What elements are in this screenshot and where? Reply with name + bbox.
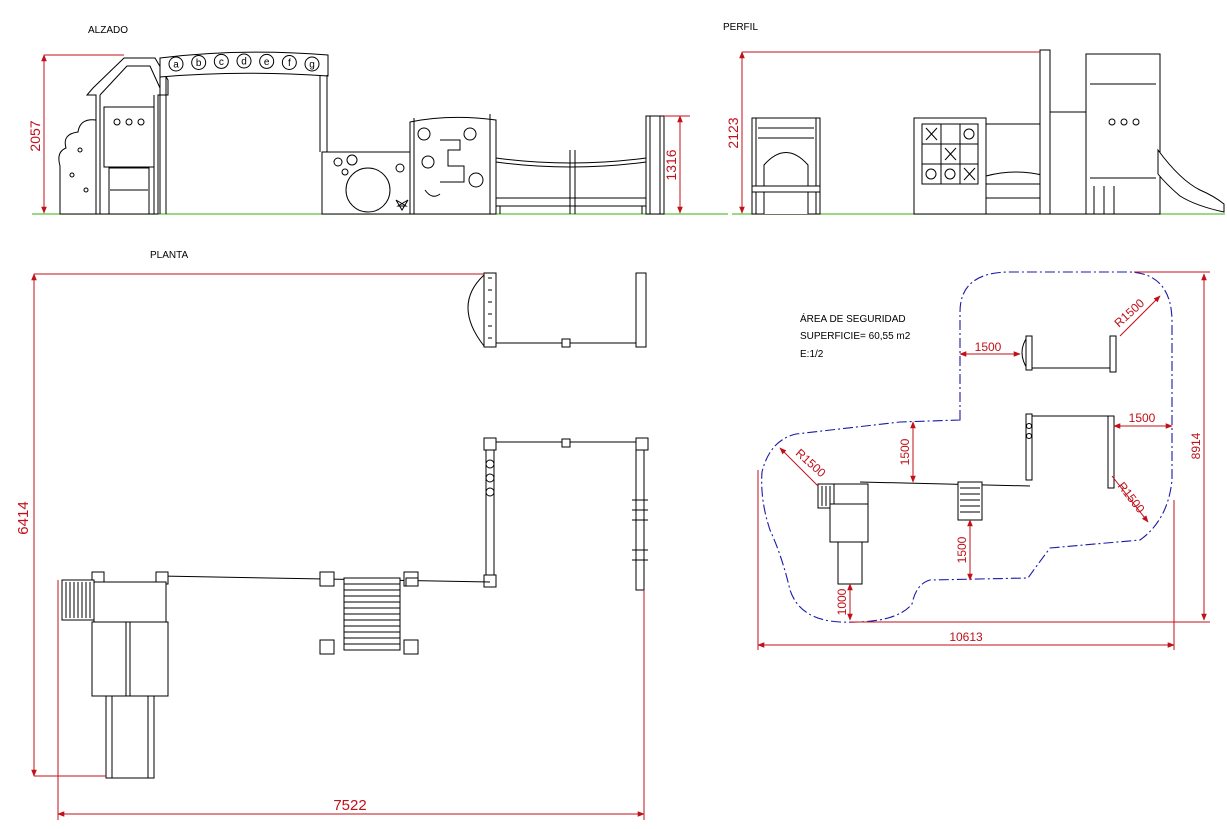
alzado-alphabet-arch: a b c d e f g <box>159 51 329 214</box>
alzado-maze-panel <box>409 114 497 215</box>
safety-dim-right-radius-value: R1500 <box>1115 479 1148 516</box>
arch-letters: a b c d e f g <box>168 53 320 72</box>
safety-area-title: ÁREA DE SEGURIDAD <box>800 312 906 325</box>
safety-equipment-plan <box>817 335 1117 585</box>
planta-top-module <box>467 272 647 348</box>
arch-letter-disc <box>213 53 229 69</box>
arch-letter: a <box>173 60 179 71</box>
safety-dim-right-value: 1500 <box>1129 411 1156 425</box>
planta-mid-slats <box>344 583 400 645</box>
arch-letter-disc <box>304 56 320 72</box>
alzado-panel-dimension: 1316 <box>663 115 690 214</box>
safety-dim-slide-offset-value: 1000 <box>835 588 849 615</box>
alzado-tunnel-panel <box>321 151 417 215</box>
alzado-panel-value: 1316 <box>663 149 679 180</box>
perfil-slide <box>1157 148 1225 213</box>
alzado-height-value: 2057 <box>27 120 43 151</box>
safety-dim-bottom-vertical-value: 1500 <box>955 536 969 563</box>
planta-view: 6414 7522 <box>15 272 649 820</box>
arch-letter: d <box>241 57 247 68</box>
safety-dim-top-radius: R1500 <box>1111 295 1161 337</box>
safety-dim-top-radius-value: R1500 <box>1111 296 1147 330</box>
safety-dim-bottom-vertical: 1500 <box>955 519 973 581</box>
planta-label: PLANTA <box>150 250 188 261</box>
safety-dim-right-radius: R1500 <box>1111 475 1149 523</box>
safety-dim-top-left-value: 1500 <box>975 340 1002 354</box>
arch-letter: g <box>309 60 315 71</box>
planta-depth-dimension: 6414 <box>15 273 484 777</box>
arch-letter: f <box>288 58 291 69</box>
planta-depth-value: 6414 <box>15 501 32 534</box>
safety-dim-slide-offset: 1000 <box>835 583 853 621</box>
planta-mid-platform <box>319 571 419 655</box>
safety-dim-inner-vertical: 1500 <box>898 421 916 483</box>
arch-letter-disc <box>191 55 207 70</box>
perfil-height-value: 2123 <box>725 117 741 148</box>
alzado-end-post <box>645 115 665 215</box>
arch-letter: c <box>219 57 224 68</box>
safety-dim-top-left: 1500 <box>959 340 1021 357</box>
safety-dim-inner-vertical-value: 1500 <box>898 438 912 465</box>
safety-dim-right: 1500 <box>1113 411 1173 429</box>
alzado-label: ALZADO <box>88 25 128 36</box>
perfil-tic-tac-toe-panel <box>913 117 987 215</box>
safety-area-surface: SUPERFICIE= 60,55 m2 <box>800 331 911 342</box>
perfil-height-dimension: 2123 <box>725 51 1040 214</box>
perfil-bridge-section <box>985 123 1047 215</box>
arch-letter-disc <box>259 53 275 69</box>
planta-left-tower <box>61 571 169 697</box>
arch-letter-disc <box>281 55 297 70</box>
perfil-arch-panel <box>751 117 821 215</box>
safety-dim-left-radius-value: R1500 <box>793 446 829 480</box>
planta-width-dimension: 7522 <box>57 580 645 820</box>
perfil-view: 2123 <box>725 49 1225 215</box>
alzado-height-dimension: 2057 <box>27 54 124 214</box>
alzado-rope-bridge <box>495 150 647 214</box>
alzado-tower <box>58 57 169 215</box>
perfil-tall-tower <box>1039 49 1161 215</box>
safety-dim-height: 8914 <box>850 271 1210 623</box>
safety-dim-height-value: 8914 <box>1189 432 1203 459</box>
perfil-label: PERFIL <box>723 22 758 33</box>
safety-dim-left-radius: R1500 <box>779 446 829 487</box>
arch-letter: b <box>196 58 202 69</box>
planta-slide <box>105 695 155 779</box>
arch-letter: e <box>264 57 270 68</box>
planta-width-value: 7522 <box>333 797 366 814</box>
safety-dim-width: 10613 <box>757 470 1175 650</box>
arch-letter-disc <box>236 53 252 69</box>
safety-area-scale: E:1/2 <box>800 349 824 360</box>
planta-right-module <box>483 437 649 591</box>
safety-dim-width-value: 10613 <box>949 630 983 644</box>
safety-boundary <box>761 271 1173 623</box>
alzado-view: a b c d e f g <box>27 51 728 215</box>
arch-letter-disc <box>168 56 184 72</box>
safety-area-view: ÁREA DE SEGURIDAD SUPERFICIE= 60,55 m2 E… <box>757 271 1210 650</box>
